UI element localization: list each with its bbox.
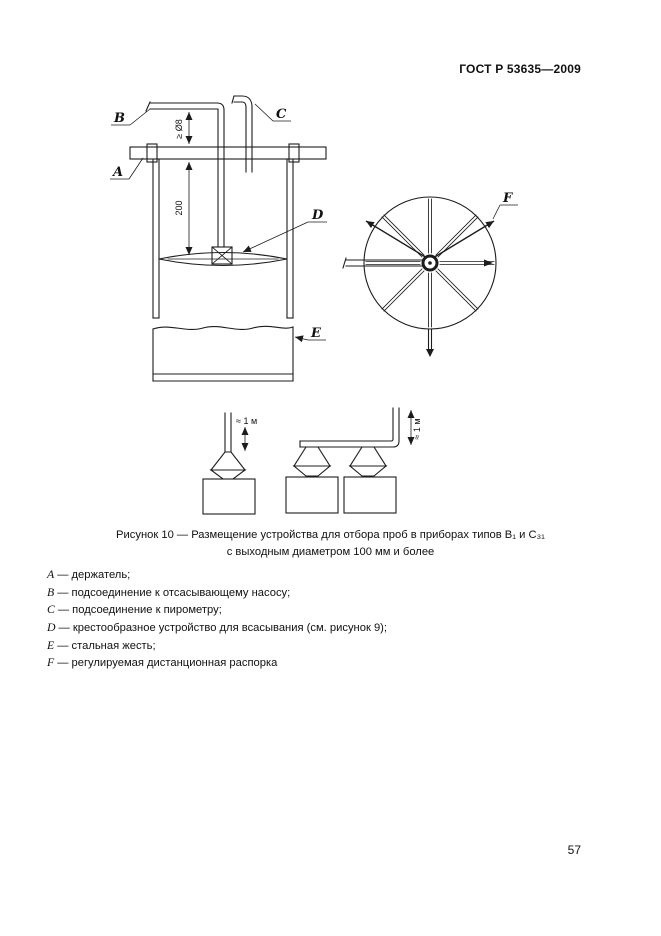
suction-pipe: [145, 101, 225, 248]
document-number: ГОСТ Р 53635—2009: [459, 62, 581, 76]
dimension-height-left-value: ≈ 1 м: [236, 416, 257, 426]
dimension-depth-200: 200: [174, 162, 193, 255]
chamber-walls: [152, 158, 294, 319]
figure-caption-line1: Рисунок 10 — Размещение устройства для о…: [116, 529, 545, 541]
callout-a: A: [110, 157, 144, 180]
spacer-struts: [365, 220, 495, 259]
pyrometer-pipe: [231, 95, 253, 173]
label-d: D: [311, 208, 324, 223]
legend-text-c: — подсоединение к пирометру;: [57, 604, 222, 617]
callout-b: B: [111, 108, 151, 126]
legend-text-e: — стальная жесть;: [57, 639, 156, 652]
label-a: A: [111, 165, 123, 180]
dimension-height-right-value: ≈ 1 м: [412, 418, 422, 439]
legend-text-f: — регулируемая дистанционная распорка: [57, 657, 278, 670]
label-e: E: [310, 326, 322, 341]
flow-arrow: [484, 259, 493, 267]
legend-item-f: F— регулируемая дистанционная распорка: [47, 654, 387, 672]
callout-d: D: [242, 208, 327, 253]
legend-letter-c: C: [47, 602, 55, 617]
outlet-stub: [426, 328, 434, 357]
cross-device-side-view: [158, 246, 288, 267]
callout-e: E: [294, 326, 326, 343]
figure-legend: A— держатель; B— подсоединение к отсасыв…: [47, 566, 387, 672]
legend-text-a: — держатель;: [57, 569, 131, 581]
legend-item-c: C— подсоединение к пирометру;: [47, 601, 387, 619]
legend-letter-e: E: [47, 637, 55, 652]
installation-sketches: ≈ 1 м ≈ 1 м: [202, 407, 422, 515]
legend-item-e: E— стальная жесть;: [47, 637, 387, 655]
steel-sheet-block: [152, 325, 294, 382]
cross-device-top-view: F: [342, 191, 518, 357]
legend-item-b: B— подсоединение к отсасывающему насосу;: [47, 584, 387, 602]
dimension-pipe-diameter-value: ≥ Ø8: [174, 119, 184, 138]
dimension-pipe-diameter: ≥ Ø8: [174, 112, 193, 144]
legend-text-b: — подсоединение к отсасывающему насосу;: [57, 586, 291, 599]
inlet-pipe: [342, 257, 424, 269]
legend-letter-d: D: [47, 620, 56, 635]
figure-caption: Рисунок 10 — Размещение устройства для о…: [0, 527, 661, 561]
legend-letter-f: F: [47, 655, 55, 670]
dimension-depth-value: 200: [174, 200, 184, 215]
main-sectional-view: ≥ Ø8 200 A B C D: [110, 95, 327, 382]
label-f: F: [502, 191, 513, 206]
sketch-single-outlet: ≈ 1 м: [202, 412, 257, 515]
wheel-spokes: [365, 198, 495, 328]
callout-f: F: [492, 191, 518, 220]
figure-10-drawing: ≥ Ø8 200 A B C D: [110, 95, 518, 515]
legend-text-d: — крестообразное устройство для всасыван…: [58, 622, 387, 635]
figure-caption-line2: с выходным диаметром 100 мм и более: [226, 545, 435, 558]
legend-item-a: A— держатель;: [47, 566, 387, 584]
label-b: B: [113, 111, 125, 126]
wheel-rim: [363, 196, 497, 330]
page-number: 57: [567, 843, 581, 857]
wheel-hub: [421, 254, 439, 272]
legend-letter-a: A: [47, 567, 55, 581]
sketch-double-outlet: ≈ 1 м: [285, 407, 422, 514]
label-c: C: [276, 107, 287, 122]
holder-beam: [129, 143, 327, 163]
legend-item-d: D— крестообразное устройство для всасыва…: [47, 619, 387, 637]
legend-letter-b: B: [47, 584, 55, 599]
callout-c: C: [254, 103, 291, 122]
